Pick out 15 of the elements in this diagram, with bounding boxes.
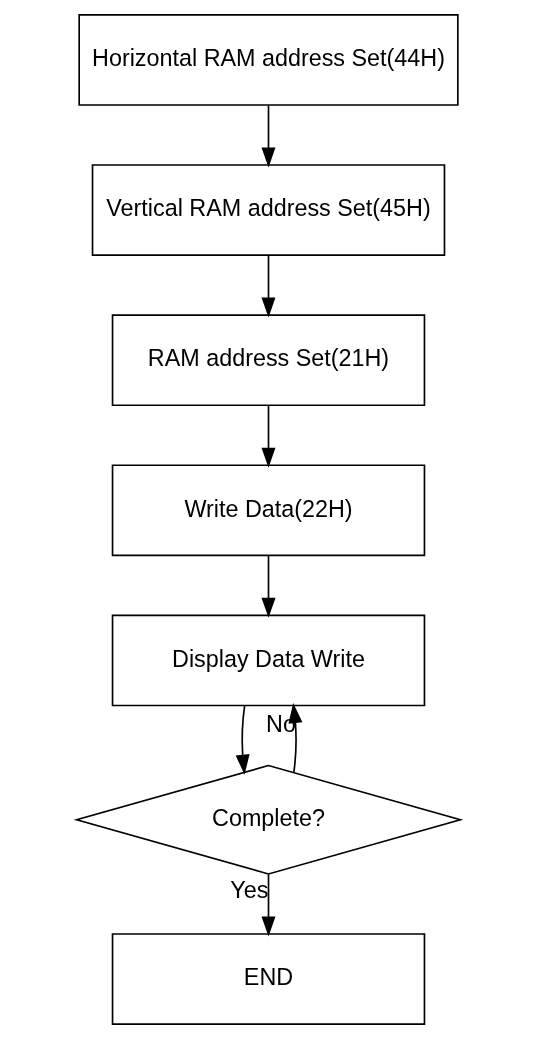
node-diamond: Complete?	[73, 764, 463, 875]
arrow	[287, 703, 302, 773]
arrow	[261, 873, 275, 937]
edge-label: Yes	[229, 877, 268, 904]
arrow	[261, 555, 275, 618]
node-box: Write Data(22H)	[111, 464, 425, 557]
arrow	[235, 704, 250, 775]
arrow	[261, 405, 275, 468]
node-box: Display Data Write	[111, 614, 425, 707]
node-box: Horizontal RAM address Set(44H)	[77, 14, 459, 106]
arrow	[261, 254, 275, 318]
node-box: END	[111, 933, 425, 1025]
node-box: Vertical RAM address Set(45H)	[91, 164, 445, 256]
node-box: RAM address Set(21H)	[111, 314, 425, 407]
arrow	[261, 104, 275, 168]
